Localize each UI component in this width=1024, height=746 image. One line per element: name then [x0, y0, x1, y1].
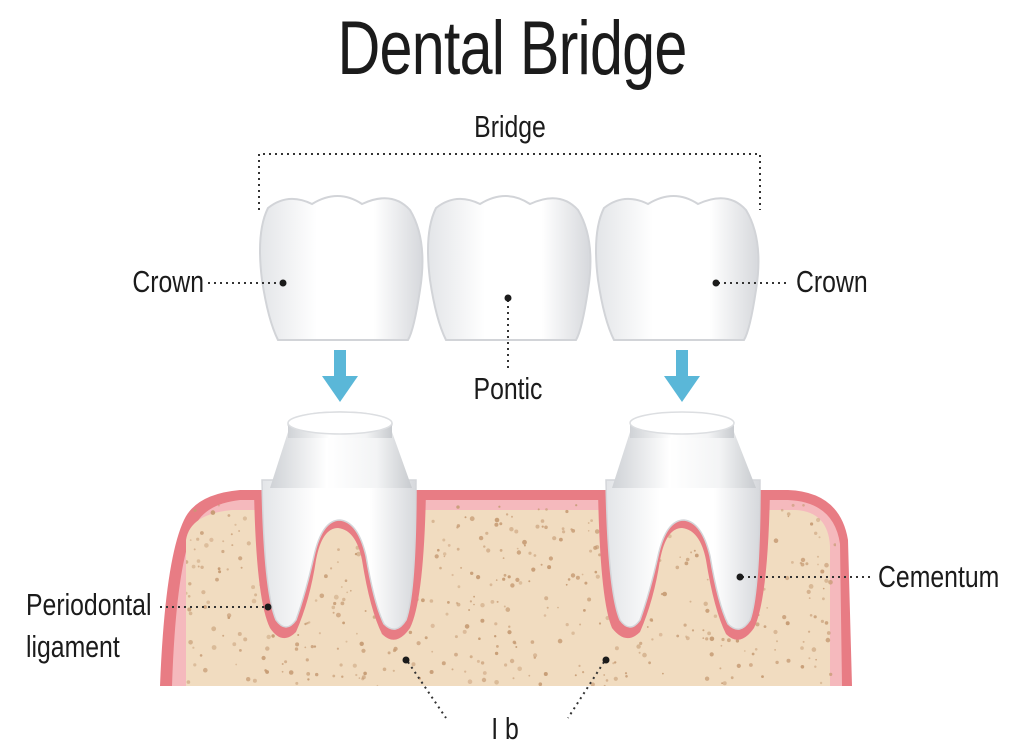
label-pontic: Pontic	[473, 371, 543, 406]
label-crown-right: Crown	[796, 264, 868, 299]
label-periodontal: Periodontal	[26, 587, 152, 622]
arrow-down-left-icon	[322, 350, 358, 402]
jaw-bone	[186, 510, 830, 686]
bridge-bracket	[258, 153, 761, 210]
crown-left	[259, 195, 424, 341]
arrow-down-right-icon	[664, 350, 700, 402]
diagram-canvas: Dental Bridge	[26, 6, 1000, 746]
abutment-tooth-left	[261, 411, 417, 630]
abutment-tooth-right	[605, 411, 761, 630]
pontic-tooth	[427, 195, 592, 341]
crown-right	[595, 195, 760, 341]
label-bottom-partial: I b	[491, 711, 519, 746]
label-crown-left: Crown	[132, 264, 204, 299]
label-cementum: Cementum	[878, 559, 1000, 594]
label-ligament: ligament	[26, 629, 120, 664]
leader-bone-right	[567, 661, 605, 719]
diagram-title: Dental Bridge	[337, 6, 687, 91]
dental-bridge-illustration	[160, 153, 872, 719]
label-bridge: Bridge	[474, 109, 546, 144]
